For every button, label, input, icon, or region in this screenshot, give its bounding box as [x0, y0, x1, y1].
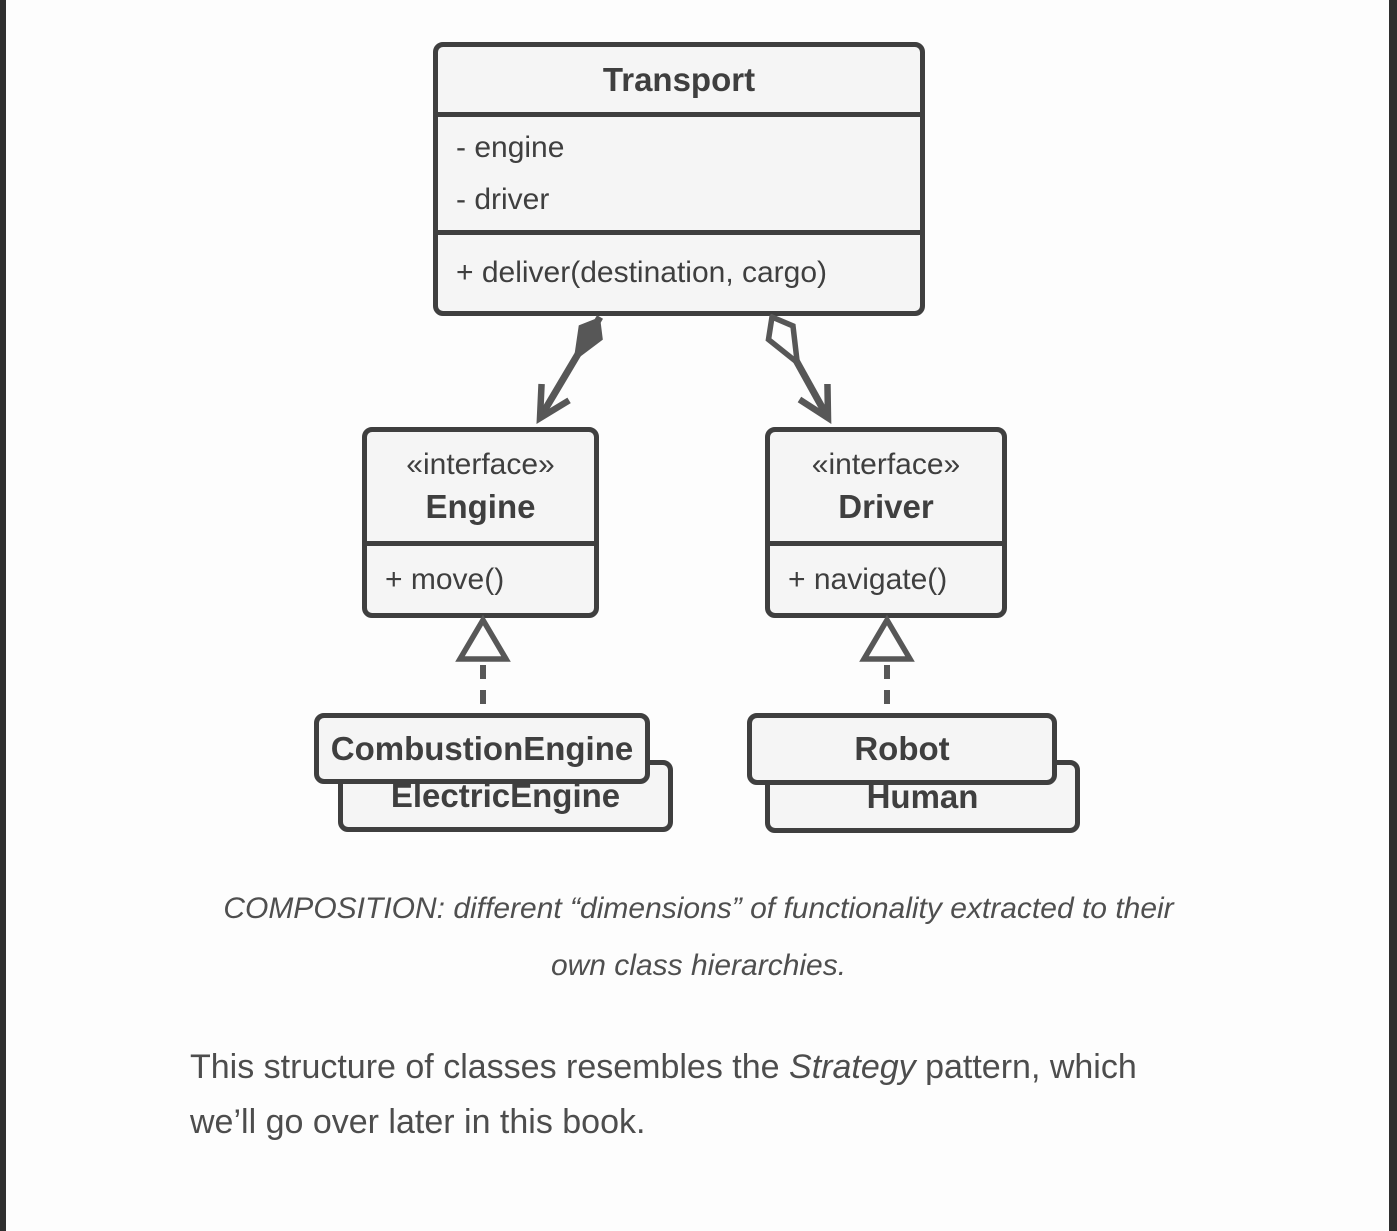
body-paragraph: This structure of classes resembles the …: [190, 1040, 1250, 1150]
paragraph-text-after: pattern, which: [915, 1048, 1137, 1086]
uml-interface-engine: «interface» Engine + move(): [362, 427, 599, 618]
transport-field-driver: - driver: [456, 182, 550, 216]
transport-fields: - engine - driver: [438, 117, 920, 235]
driver-method-navigate: + navigate(): [788, 562, 948, 596]
transport-field-engine: - engine: [456, 130, 565, 164]
left-edge-strip: [0, 0, 6, 1231]
uml-interface-driver: «interface» Driver + navigate(): [765, 427, 1007, 618]
realization-connector-engine: [455, 614, 511, 712]
figure-caption-line2: own class hierarchies.: [550, 949, 847, 982]
engine-stereotype: «interface»: [406, 447, 555, 481]
realization-connector-driver: [859, 614, 915, 712]
figure-caption: COMPOSITION: different “dimensions” of f…: [0, 880, 1397, 994]
engine-interface-name: Engine: [425, 487, 536, 525]
transport-method-deliver: + deliver(destination, cargo): [456, 256, 828, 289]
driver-interface-name: Driver: [838, 487, 934, 525]
engine-method-move: + move(): [385, 562, 505, 596]
figure-caption-line1: COMPOSITION: different “dimensions” of f…: [223, 892, 1174, 925]
engine-interface-header: «interface» Engine: [367, 432, 594, 546]
transport-class-title: Transport: [438, 47, 920, 117]
uml-class-combustion-engine: CombustionEngine: [314, 713, 650, 784]
aggregation-connector: [772, 317, 828, 418]
paragraph-text-line2: we’ll go over later in this book.: [190, 1103, 646, 1141]
driver-interface-header: «interface» Driver: [770, 432, 1002, 546]
paragraph-text-before: This structure of classes resembles the: [190, 1048, 790, 1086]
driver-stereotype: «interface»: [811, 447, 961, 481]
composition-connector: [536, 315, 604, 424]
right-edge-strip: [1389, 0, 1397, 1231]
uml-class-robot: Robot: [747, 713, 1057, 785]
paragraph-strategy-italic: Strategy: [789, 1048, 916, 1086]
uml-class-transport: Transport - engine - driver + deliver(de…: [433, 42, 925, 316]
